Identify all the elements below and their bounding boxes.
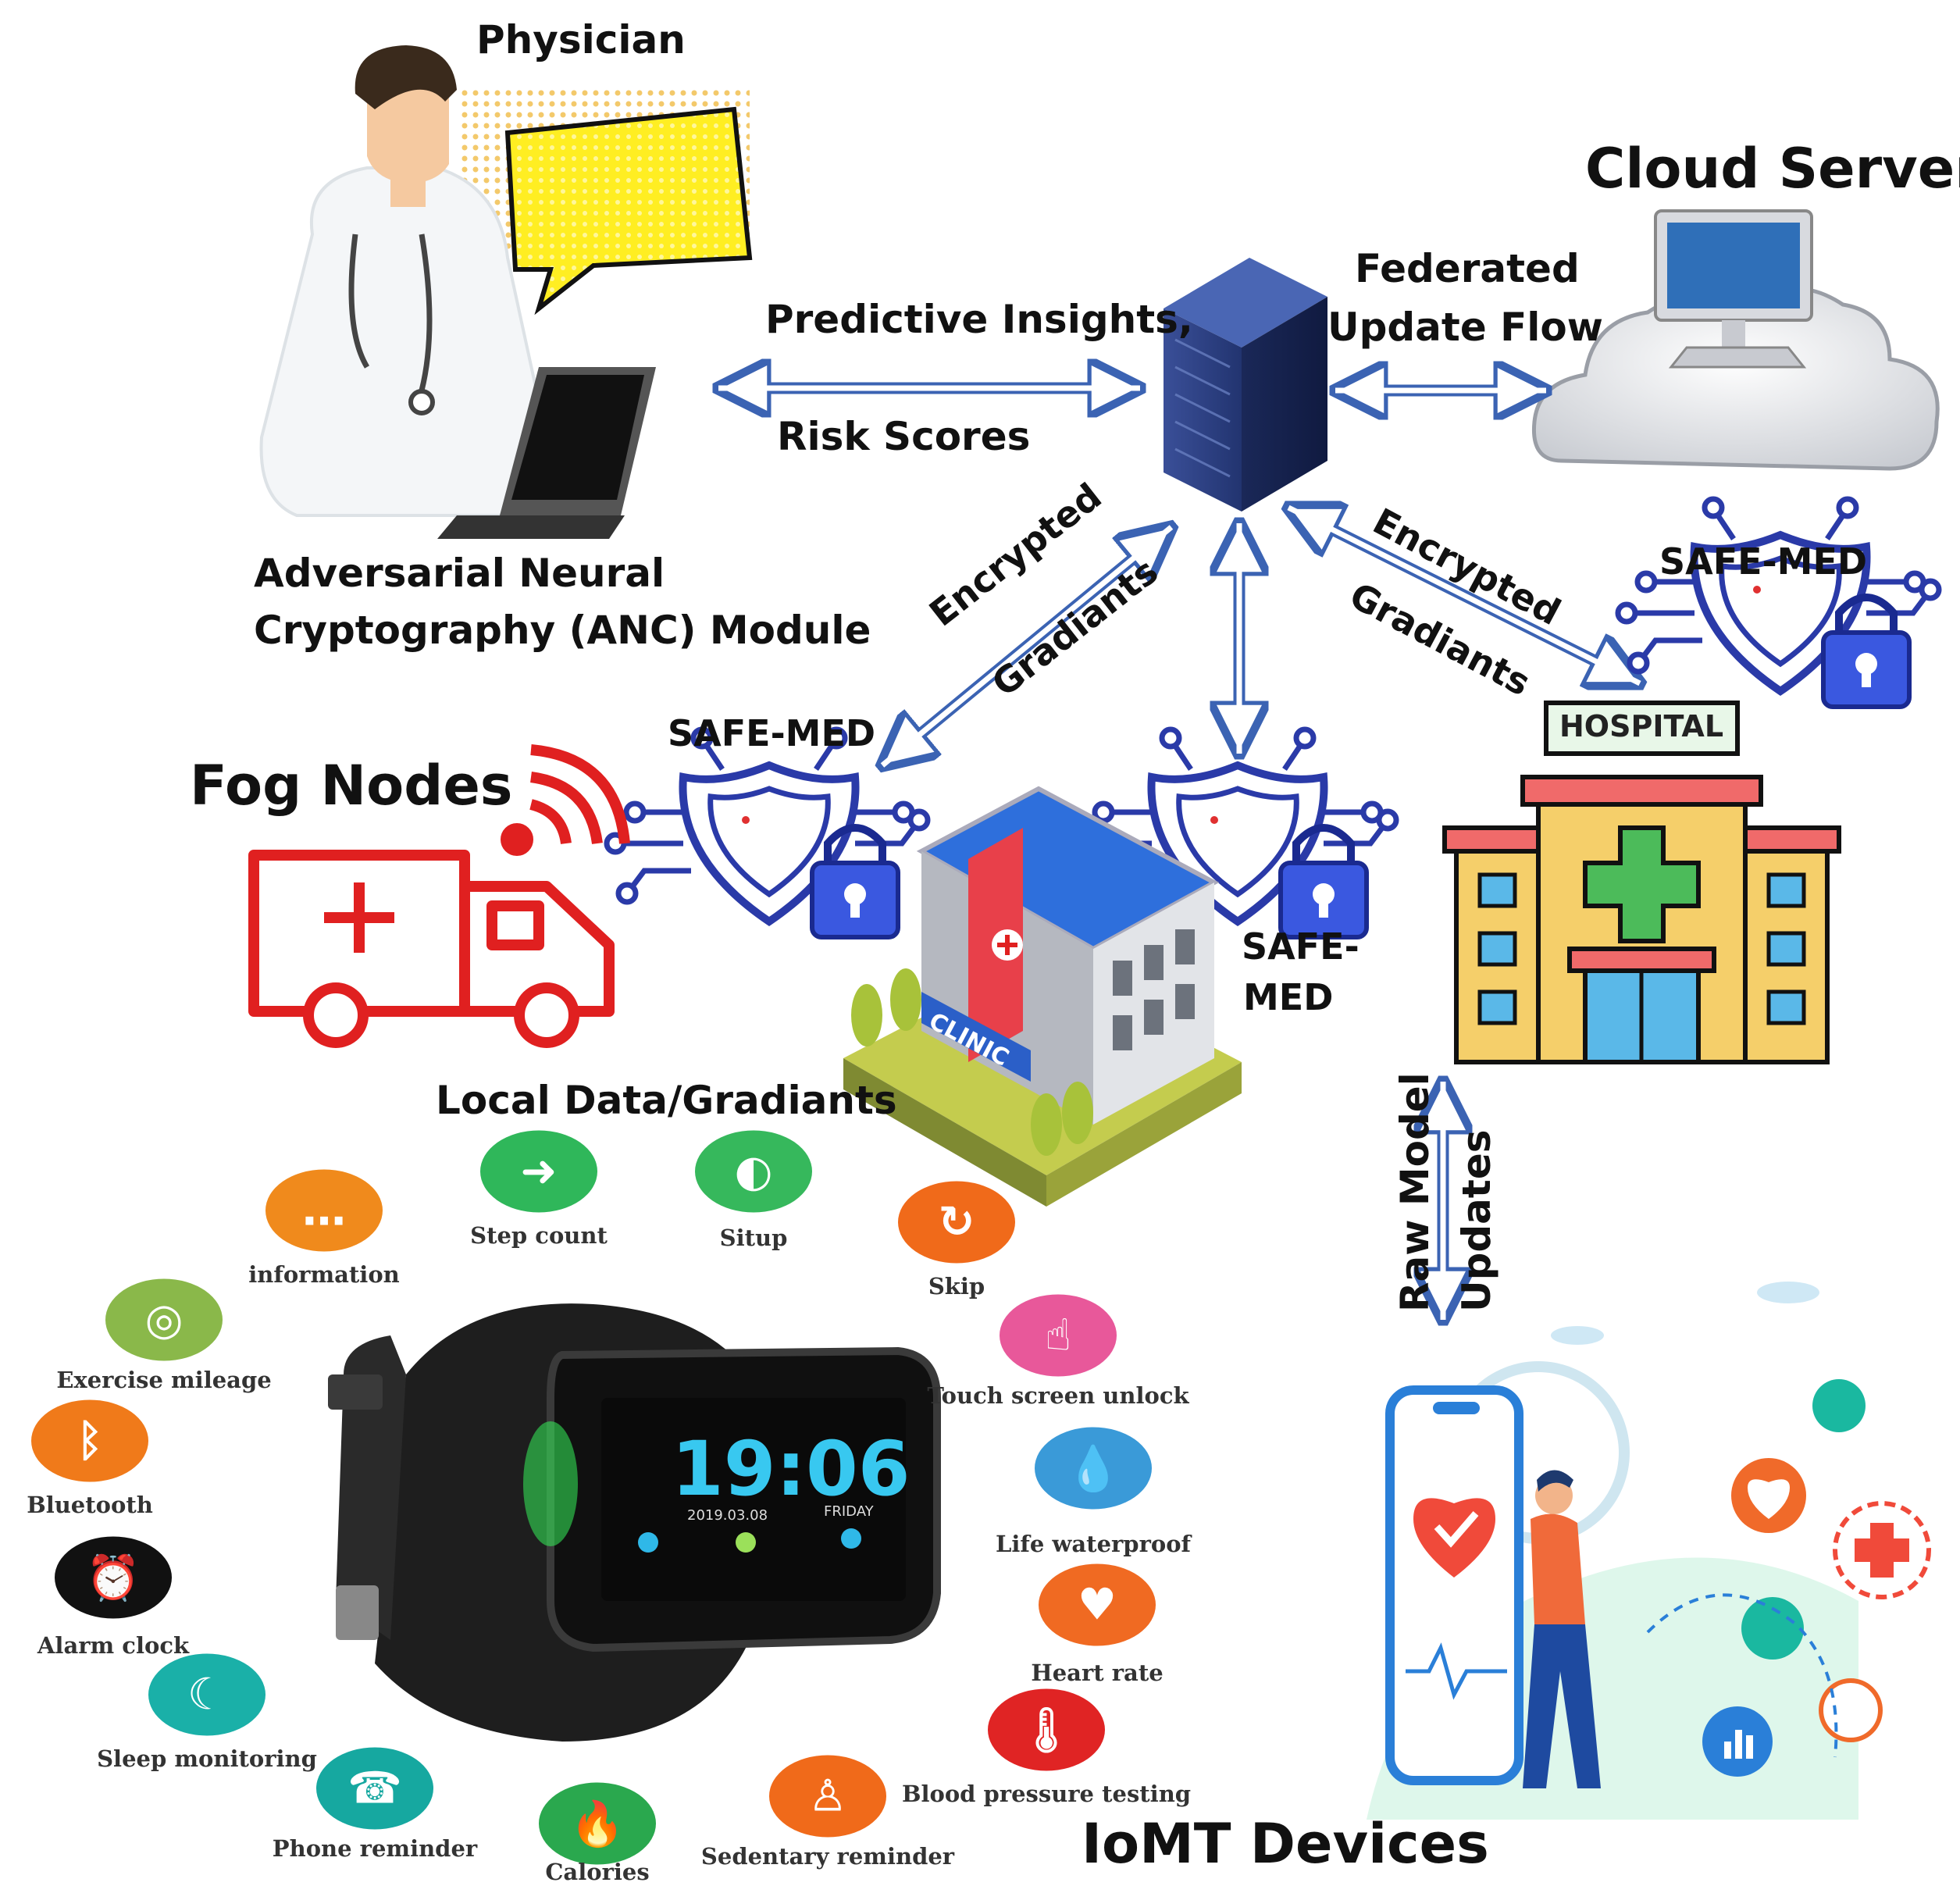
shield-lock-icon	[604, 726, 931, 939]
federated-label-line1: Federated	[1355, 246, 1580, 291]
feature-label: Skip	[928, 1273, 985, 1300]
physician-illustration	[259, 45, 753, 539]
safe-med-label-left: SAFE-MED	[668, 712, 876, 754]
feature-label: Touch screen unlock	[927, 1382, 1189, 1409]
watch-day: FRIDAY	[824, 1503, 874, 1520]
feature-label: Situp	[719, 1225, 788, 1251]
feature-icon-situp: ◐	[695, 1130, 812, 1213]
feature-icon-skip: ↻	[898, 1181, 1015, 1264]
feature-icon-sleep-monitoring: ☾	[148, 1653, 265, 1736]
safe-med-label-center-line1: SAFE-	[1242, 925, 1360, 968]
feature-icon-phone-reminder: ☎	[316, 1747, 433, 1830]
feature-label: Heart rate	[1031, 1660, 1164, 1686]
feature-label: Bluetooth	[27, 1492, 153, 1518]
federated-label-line2: Update Flow	[1327, 305, 1603, 350]
anc-label-line1: Adversarial Neural	[254, 551, 665, 596]
feature-label: information	[248, 1261, 400, 1288]
feature-icon-bluetooth: ᛒ	[31, 1399, 148, 1482]
feature-label: Sedentary reminder	[700, 1843, 955, 1870]
server-icon	[1164, 258, 1327, 512]
hospital-building-icon	[1442, 701, 1841, 1064]
physician-label: Physician	[476, 17, 686, 62]
feature-label: Life waterproof	[995, 1531, 1192, 1557]
safe-med-label-right: SAFE-MED	[1659, 540, 1868, 583]
feature-icon-alarm-clock: ⏰	[55, 1536, 172, 1619]
feature-label: Step count	[470, 1222, 608, 1249]
iomt-phone-illustration	[1367, 1282, 1931, 1820]
speech-bubble-icon	[504, 106, 753, 316]
feature-icon-sedentary-reminder: ♙	[769, 1755, 886, 1838]
smartwatch-icon	[328, 1303, 941, 1742]
feature-icon-heart-rate: ♥	[1039, 1563, 1156, 1646]
feature-label: Blood pressure testing	[901, 1781, 1192, 1807]
feature-icon-touch-screen-unlock: ☝	[1000, 1294, 1117, 1377]
watch-time: 19:06	[672, 1425, 911, 1513]
feature-icon-blood-pressure-testing: 🌡	[988, 1688, 1105, 1771]
connection-arrows	[718, 388, 1640, 1320]
iomt-devices-label: IoMT Devices	[1082, 1812, 1489, 1876]
feature-icon-life-waterproof: 💧	[1035, 1427, 1152, 1510]
feature-label: Alarm clock	[37, 1632, 190, 1659]
safe-med-label-center-line2: MED	[1243, 976, 1334, 1018]
watch-date: 2019.03.08	[687, 1507, 768, 1524]
cloud-server-label: Cloud Server	[1585, 137, 1960, 201]
feature-label: Sleep monitoring	[97, 1745, 317, 1772]
feature-label: Calories	[545, 1859, 650, 1885]
feature-label: Phone reminder	[272, 1835, 478, 1862]
feature-icon-calories: 🔥	[539, 1782, 656, 1865]
predictive-insights-label: Predictive Insights,	[765, 297, 1193, 342]
cloud-computer-icon	[1531, 209, 1940, 471]
hospital-sign-label: HOSPITAL	[1559, 709, 1724, 743]
feature-icon-exercise-mileage: ◎	[105, 1278, 223, 1361]
clinic-building-icon	[843, 786, 1242, 1207]
local-data-label: Local Data/Gradiants	[436, 1078, 897, 1123]
anc-label-line2: Cryptography (ANC) Module	[254, 608, 871, 653]
feature-icon-step-count: ➜	[480, 1130, 597, 1213]
updates-label: Updates	[1454, 1129, 1499, 1313]
fog-nodes-label: Fog Nodes	[190, 754, 513, 818]
risk-scores-label: Risk Scores	[777, 414, 1031, 459]
ambulance-icon	[248, 744, 630, 1048]
raw-model-label: Raw Model	[1392, 1072, 1438, 1312]
feature-label: Exercise mileage	[56, 1367, 272, 1393]
feature-icon-information: …	[265, 1169, 383, 1252]
